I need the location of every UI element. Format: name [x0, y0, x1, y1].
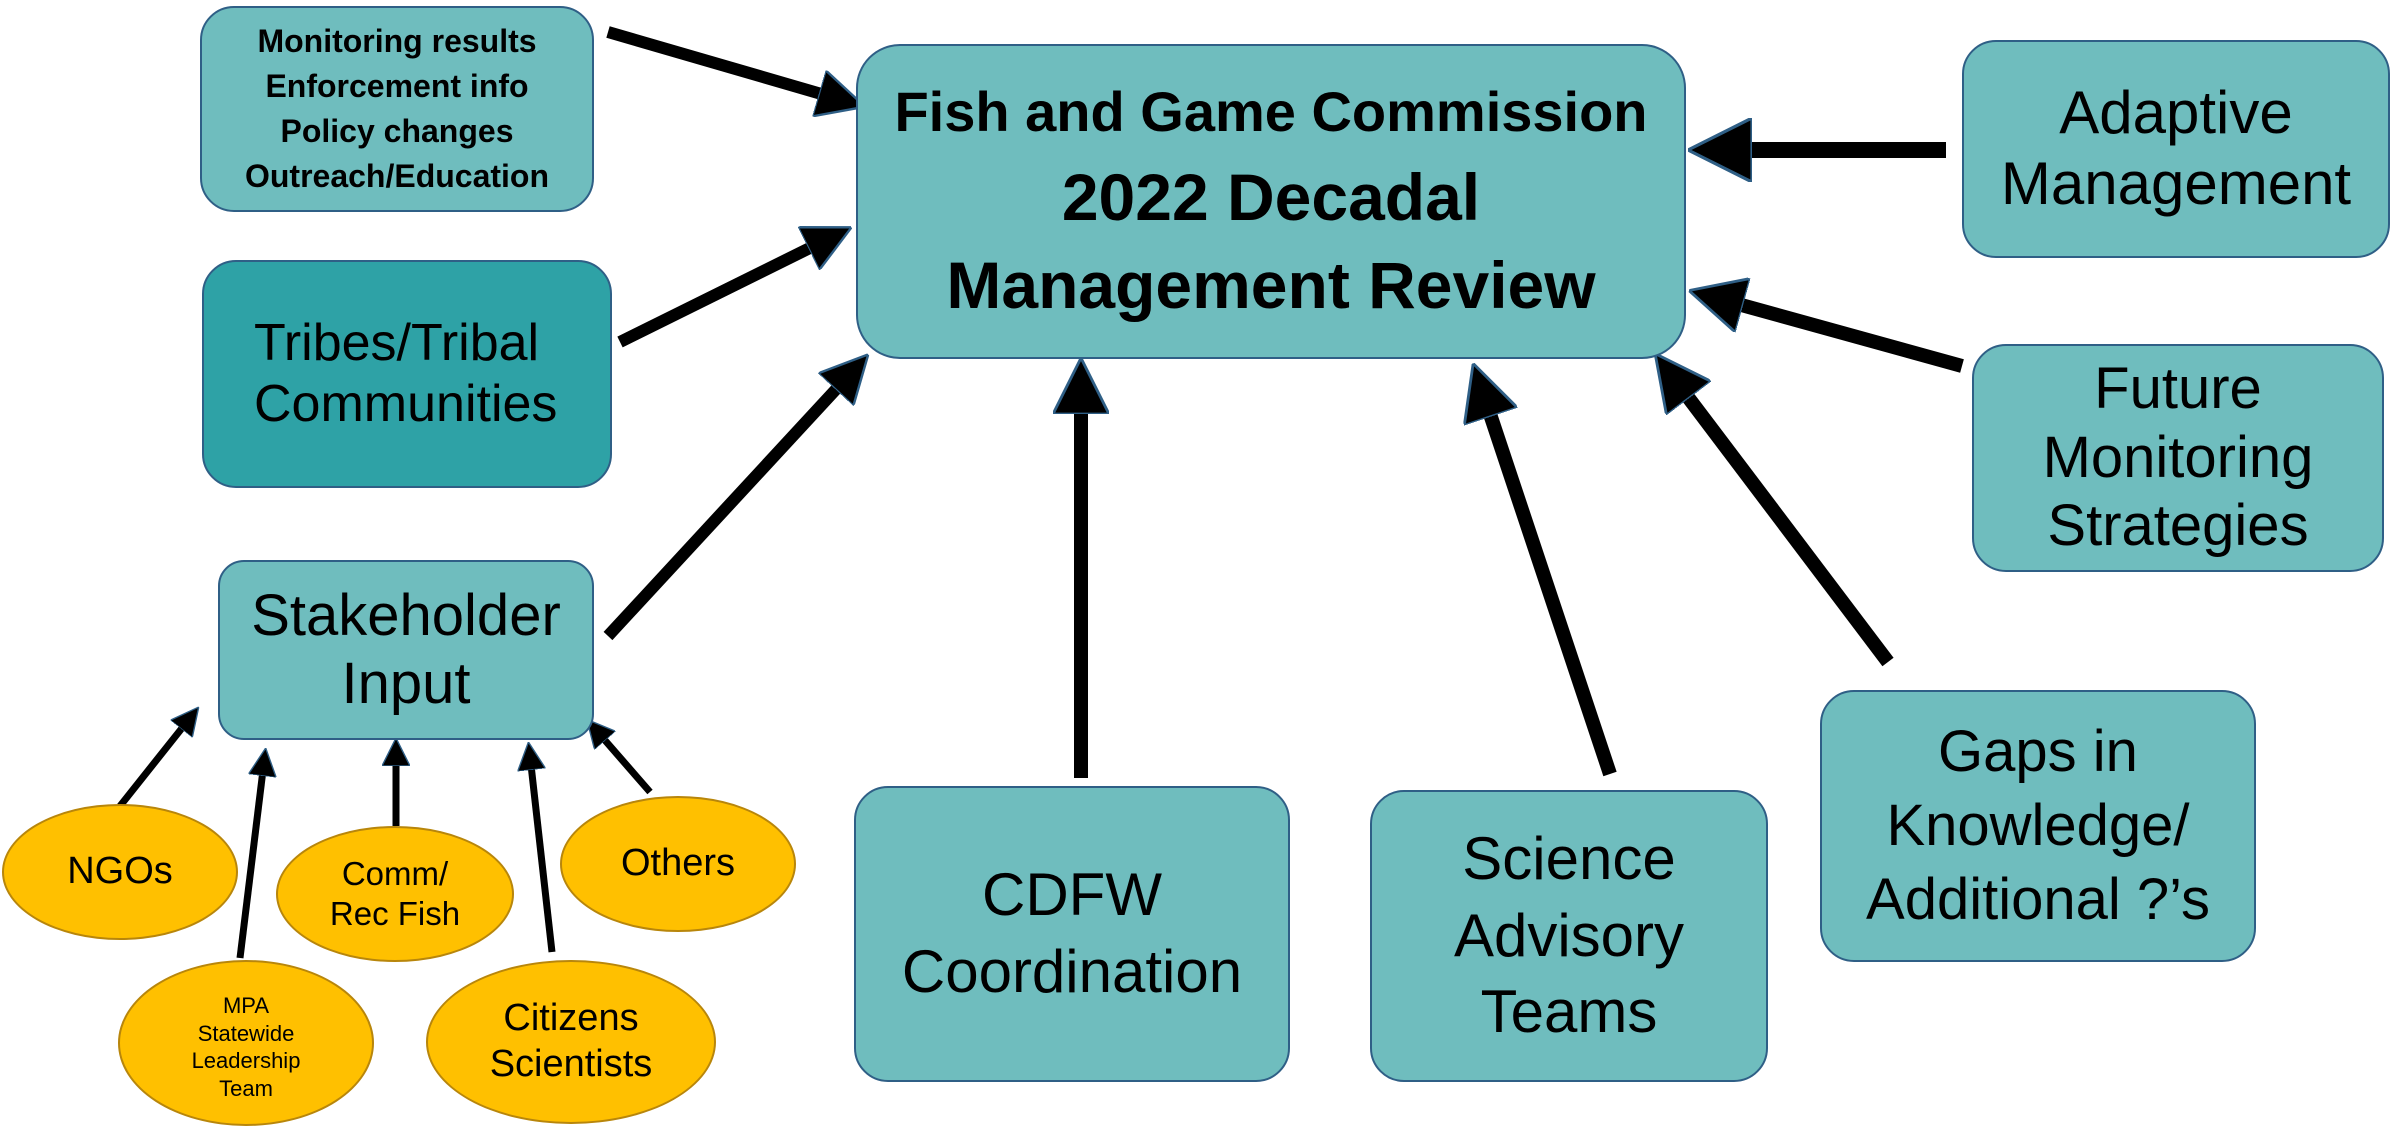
future-line-1: Future	[2094, 356, 2262, 422]
mpa-line-2: Statewide	[197, 1020, 295, 1046]
stakeholder-line-2: Input	[341, 651, 471, 716]
arrow-tribes-to-center	[617, 238, 830, 348]
others-label: Others	[620, 842, 736, 885]
decadal-review-box: Fish and Game Commission 2022 Decadal Ma…	[856, 44, 1686, 359]
cdfw-coordination-box: CDFW Coordination	[854, 786, 1290, 1082]
arrow-stakeholder-to-center	[603, 372, 852, 641]
inputs-item: Outreach/Education	[244, 157, 550, 194]
stakeholder-input-box: Stakeholder Input	[218, 560, 594, 740]
arrow-science-to-center	[1482, 390, 1617, 777]
ngos-ellipse: NGOs	[2, 804, 238, 940]
inputs-item: Monitoring results	[257, 23, 537, 60]
ngos-label: NGOs	[67, 850, 173, 893]
tribes-line-1: Tribes/Tribal	[254, 313, 540, 372]
mpa-leadership-ellipse: MPA Statewide Leadership Team	[118, 960, 374, 1126]
cdfw-line-2: Coordination	[901, 938, 1243, 1005]
center-line-2: 2022 Decadal	[1061, 159, 1481, 234]
science-line-2: Advisory	[1453, 901, 1685, 969]
future-line-3: Strategies	[2047, 493, 2309, 559]
citizens-scientists-ellipse: Citizens Scientists	[426, 960, 716, 1124]
mpa-line-3: Leadership	[191, 1048, 301, 1073]
inputs-item: Policy changes	[280, 113, 514, 149]
arrow-mpa-to-stakeholder	[236, 762, 264, 959]
arrow-future-to-center	[1716, 298, 1964, 373]
future-line-2: Monitoring	[2042, 424, 2314, 490]
others-ellipse: Others	[560, 796, 796, 932]
science-line-3: Teams	[1480, 978, 1658, 1046]
comm-rec-fish-ellipse: Comm/ Rec Fish	[276, 826, 514, 962]
arrow-inputs-to-center	[606, 26, 842, 100]
arrow-others-to-stakeholder	[596, 730, 653, 795]
tribes-box: Tribes/Tribal Communities	[202, 260, 612, 488]
adaptive-line-1: Adaptive	[2059, 79, 2293, 147]
stakeholder-line-1: Stakeholder	[251, 582, 561, 648]
inputs-list-box: Monitoring results Enforcement info Poli…	[200, 6, 594, 212]
adaptive-management-box: Adaptive Management	[1962, 40, 2390, 258]
tribes-line-2: Communities	[254, 375, 558, 433]
center-line-3: Management Review	[946, 247, 1596, 322]
arrow-ngos-to-stakeholder	[117, 718, 190, 809]
mpa-line-1: MPA	[222, 993, 270, 1018]
cdfw-line-1: CDFW	[982, 861, 1162, 929]
knowledge-gaps-box: Gaps in Knowledge/ Additional ?’s	[1820, 690, 2256, 962]
citizens-line-2: Scientists	[489, 1043, 653, 1085]
science-line-1: Science	[1462, 824, 1676, 892]
gaps-line-3: Additional ?’s	[1866, 867, 2210, 933]
citizens-line-1: Citizens	[503, 997, 639, 1040]
adaptive-line-2: Management	[2000, 150, 2352, 217]
gaps-line-2: Knowledge/	[1886, 792, 2190, 858]
comm-rec-line-1: Comm/	[341, 855, 449, 893]
gaps-line-1: Gaps in	[1938, 718, 2138, 784]
center-line-1: Fish and Game Commission	[894, 79, 1648, 143]
science-advisory-box: Science Advisory Teams	[1370, 790, 1768, 1082]
future-monitoring-box: Future Monitoring Strategies	[1972, 344, 2384, 572]
arrow-citizens-to-stakeholder	[530, 756, 556, 953]
inputs-item: Enforcement info	[265, 68, 529, 105]
comm-rec-line-2: Rec Fish	[329, 895, 461, 932]
arrow-gaps-to-center	[1672, 376, 1894, 667]
mpa-line-4: Team	[219, 1075, 273, 1101]
